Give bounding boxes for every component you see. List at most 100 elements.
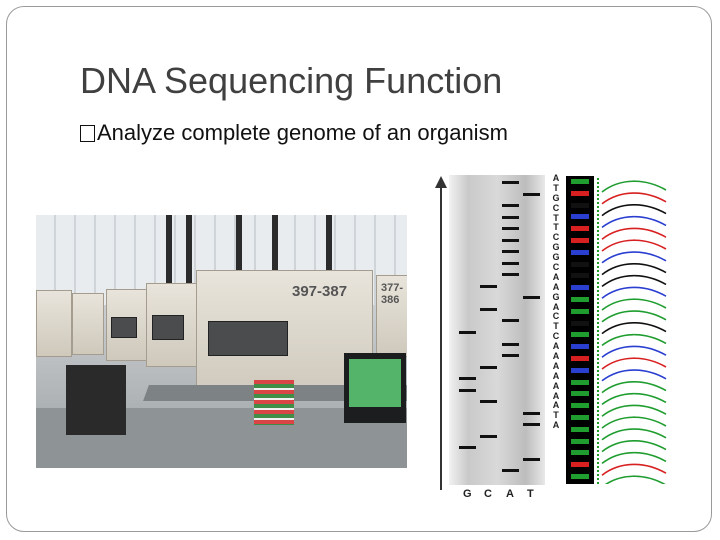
gel-band: [502, 261, 519, 265]
migration-arrow: [440, 184, 442, 490]
trace-peak: [601, 180, 667, 193]
dotted-track: [597, 178, 599, 484]
base-letter: C: [552, 331, 560, 342]
gel-band: [502, 273, 519, 277]
color-stripe: [571, 308, 589, 314]
color-stripe: [571, 356, 589, 361]
gel-band: [502, 319, 519, 323]
base-letter: G: [552, 252, 560, 263]
slide-title: DNA Sequencing Function: [80, 60, 503, 101]
trace-peak: [601, 392, 667, 406]
lane-label-c: C: [484, 488, 492, 500]
color-stripe: [571, 190, 589, 196]
trace-peak: [601, 345, 667, 358]
ceiling-cable: [236, 215, 242, 290]
trace-peak: [601, 451, 667, 465]
base-letter: G: [552, 291, 560, 302]
color-stripe: [571, 320, 589, 326]
color-stripe: [571, 238, 589, 243]
machine-label: 377-386: [381, 282, 404, 307]
lab-cart: [66, 365, 126, 435]
color-stripe: [571, 332, 589, 338]
gel-band: [480, 365, 497, 369]
gel-band: [523, 296, 540, 300]
trace-peak: [601, 286, 667, 299]
bullet-text: Analyze complete genome of an organism: [97, 120, 508, 145]
trace-peak: [601, 322, 667, 335]
lane-label-g: G: [463, 488, 472, 500]
base-letter: T: [553, 222, 559, 233]
color-stripe: [571, 344, 589, 350]
sequencer-machine: [106, 289, 148, 361]
trace-peak: [601, 227, 667, 240]
base-letter: T: [553, 410, 559, 421]
sequencer-machine: [72, 293, 104, 355]
lane-label-a: A: [506, 488, 514, 500]
bullet-item: Analyze complete genome of an organism: [80, 120, 508, 146]
base-letter: A: [552, 420, 560, 431]
color-stripe: [571, 202, 589, 208]
color-stripe: [571, 415, 589, 420]
sequencer-machine: 377-386: [376, 275, 407, 357]
gel-band: [459, 331, 476, 334]
gel-band: [459, 446, 476, 450]
base-letter: A: [552, 390, 560, 401]
color-sequence-strip: [566, 176, 594, 484]
gel-band: [480, 307, 497, 311]
trace-peak: [601, 463, 667, 476]
color-stripe: [571, 438, 589, 444]
gel-band: [502, 227, 519, 231]
trace-peak: [601, 192, 667, 205]
trace-peak: [601, 251, 667, 264]
base-letter: C: [552, 311, 560, 322]
sequencing-lab-photo: 377-386 397-387: [36, 215, 407, 468]
chromatogram-traces: [600, 176, 670, 484]
color-stripe: [571, 426, 589, 432]
base-letter: C: [552, 262, 560, 273]
sequencing-gel: G C A T: [449, 175, 545, 500]
ceiling-cable: [166, 215, 172, 290]
gel-band: [523, 423, 540, 427]
trace-peak: [601, 357, 667, 370]
base-letter: A: [552, 301, 560, 312]
gel-band: [502, 354, 519, 358]
trace-peak: [601, 239, 667, 252]
trace-peak: [601, 263, 667, 276]
gel-band: [459, 388, 476, 392]
gel-background: [449, 175, 545, 485]
base-letter: A: [552, 351, 560, 362]
trace-peak: [601, 333, 667, 347]
trace-peak: [601, 416, 667, 429]
lane-label-t: T: [527, 488, 534, 500]
gel-band: [502, 215, 519, 219]
base-letter: T: [553, 212, 559, 223]
gel-band: [523, 192, 540, 196]
trace-peak: [601, 274, 667, 288]
color-stripe: [571, 261, 589, 267]
sequencer-machine: 397-387: [196, 270, 373, 397]
base-letter: G: [552, 242, 560, 253]
color-stripe: [571, 367, 589, 373]
base-letter: A: [552, 281, 560, 292]
base-letter: A: [552, 341, 560, 352]
trace-peak: [601, 310, 667, 323]
gel-band: [502, 238, 519, 242]
trace-peak: [601, 215, 667, 229]
trace-peak: [601, 440, 667, 453]
color-stripe: [571, 379, 589, 385]
sequencer-machine: [146, 283, 198, 367]
base-letter: A: [552, 380, 560, 391]
sequencer-machine: [36, 290, 72, 357]
ceiling-cable: [326, 215, 332, 290]
base-letter: T: [553, 321, 559, 332]
color-stripe: [571, 462, 589, 468]
gel-band: [480, 284, 497, 288]
ceiling-cable: [186, 215, 192, 290]
gel-band: [459, 377, 476, 381]
trace-peak: [601, 381, 667, 394]
gel-band: [502, 469, 519, 473]
color-stripe: [571, 214, 589, 220]
color-stripe: [571, 450, 589, 456]
color-stripe: [571, 403, 589, 409]
